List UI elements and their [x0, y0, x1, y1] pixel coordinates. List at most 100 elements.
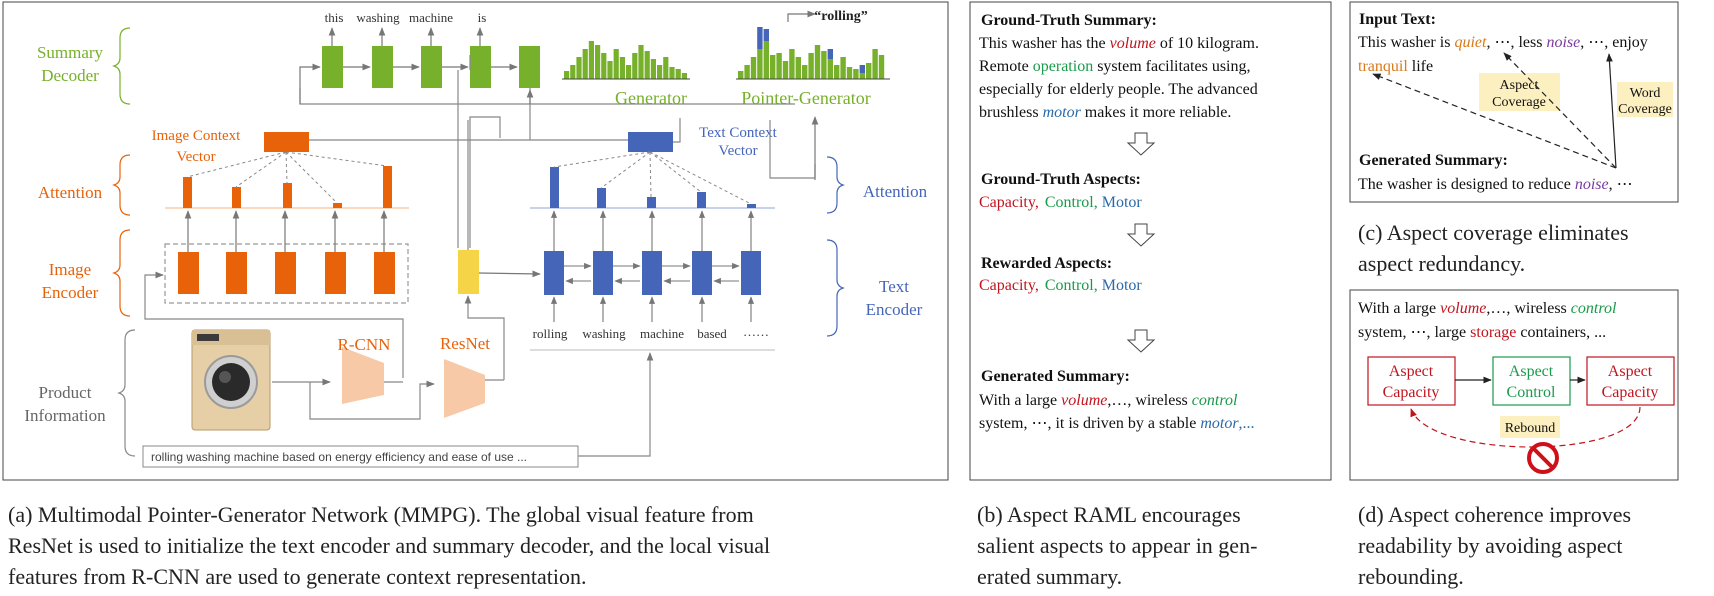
- pointer-generator-bar: [878, 55, 885, 79]
- generator-bar: [582, 49, 588, 79]
- input-text-box: [142, 445, 579, 468]
- image-attention-lines: [186, 151, 388, 204]
- svg-text:washing: washing: [582, 326, 626, 341]
- rewarded-aspects-title: Rewarded Aspects:: [981, 255, 1112, 272]
- aspect-control-box: [1492, 356, 1571, 406]
- svg-text:Capacity: Capacity: [1602, 384, 1659, 401]
- pointer-generator-bar: [840, 57, 846, 79]
- gt-summary-line-1: This washer has the volume of 10 kilogra…: [979, 35, 1259, 52]
- generator-bar: [644, 51, 650, 79]
- svg-text:Vector: Vector: [718, 143, 757, 159]
- attention-right-label: Attention: [863, 182, 928, 201]
- svg-text:(c) Aspect coverage eliminates: (c) Aspect coverage eliminates: [1358, 220, 1629, 245]
- copy-distribution-bar: [757, 27, 763, 49]
- svg-text:Decoder: Decoder: [41, 66, 99, 85]
- generator-bar: [669, 67, 675, 79]
- svg-text:this: this: [325, 10, 344, 25]
- svg-text:Text Context: Text Context: [699, 125, 778, 141]
- pointer-generator-bar: [827, 59, 833, 79]
- rolling-arrow: [787, 10, 816, 22]
- pointer-generator-bar: [789, 49, 795, 79]
- panel-d-line-1: With a large volume,…, wireless control: [1358, 300, 1617, 317]
- svg-text:Aspect: Aspect: [1500, 78, 1539, 93]
- svg-text:Text: Text: [879, 277, 909, 296]
- pointer-generator-label: Pointer-Generator: [741, 88, 871, 108]
- attention-left-brace: [112, 154, 131, 216]
- svg-text:Summary: Summary: [37, 43, 104, 62]
- product-info-label: Product Information: [24, 383, 106, 425]
- generator-bar: [626, 65, 632, 79]
- svg-text:is: is: [478, 10, 487, 25]
- generator-bar: [632, 53, 638, 79]
- panel-d-line-2: system, ⋯, large storage containers, ...: [1358, 324, 1606, 341]
- svg-text:(a) Multimodal Pointer-Generat: (a) Multimodal Pointer-Generator Network…: [8, 502, 754, 527]
- generator-bar: [619, 57, 625, 79]
- summary-decoder-brace: [112, 27, 131, 105]
- rcnn-label: R-CNN: [338, 335, 391, 354]
- image-context-label: Image Context Vector: [152, 128, 242, 165]
- gt-summary-title: Ground-Truth Summary:: [981, 12, 1157, 29]
- svg-text:……: ……: [743, 324, 769, 339]
- generator-bar: [595, 45, 601, 79]
- svg-text:Aspect: Aspect: [1509, 363, 1554, 380]
- pointer-generator-bar: [872, 49, 878, 79]
- generator-bar: [638, 45, 644, 79]
- rebound-label-bg: [1500, 416, 1560, 438]
- gt-aspects-title: Ground-Truth Aspects:: [981, 171, 1141, 188]
- pointer-generator-distribution: [738, 27, 885, 79]
- pointer-generator-bar: [795, 57, 801, 79]
- panel-d-frame: [1349, 289, 1679, 481]
- pointer-generator-bar: [834, 65, 840, 79]
- svg-text:rolling: rolling: [533, 326, 568, 341]
- panel-a: Summary Decoder Attention Image Encoder …: [2, 1, 949, 481]
- input-text-title: Input Text:: [1359, 11, 1436, 28]
- gt-summary-line-2: Remote operation system facilitates usin…: [979, 58, 1251, 75]
- decoder-arrows: [328, 27, 518, 71]
- svg-text:Vector: Vector: [176, 149, 215, 165]
- aspect-coverage-label: Aspect Coverage: [1492, 78, 1546, 110]
- svg-text:machine: machine: [640, 326, 684, 341]
- text-input-to-encoder: [578, 352, 654, 457]
- image-encoder-label: Image Encoder: [42, 260, 99, 302]
- rcnn-to-image-encoder-arrow: [144, 271, 404, 378]
- down-arrow-icon: [1126, 223, 1156, 247]
- generator-bar: [657, 65, 663, 79]
- generator-bar: [570, 65, 576, 79]
- svg-text:Image Context: Image Context: [152, 128, 242, 144]
- svg-text:machine: machine: [409, 10, 453, 25]
- pointer-generator-bar: [757, 49, 763, 79]
- panel-d: With a large volume,…, wireless control …: [1349, 289, 1679, 481]
- svg-text:Encoder: Encoder: [866, 300, 923, 319]
- generator-bar: [607, 61, 613, 79]
- image-encoder-up-arrows: [184, 210, 388, 252]
- generator-bar: [675, 69, 681, 79]
- image-encoder-brace: [112, 229, 131, 317]
- pointer-generator-bar: [859, 73, 865, 79]
- text-encoder-arrows: [550, 210, 755, 322]
- pointer-generator-bar: [750, 57, 757, 79]
- product-info-brace: [117, 329, 136, 457]
- svg-text:ResNet is used to initialize t: ResNet is used to initialize the text en…: [8, 533, 770, 558]
- generator-bar: [576, 57, 582, 79]
- caption-c: (c) Aspect coverage eliminates aspect re…: [1358, 220, 1629, 276]
- panel-c: Input Text: This washer is quiet, ⋯, les…: [1349, 1, 1679, 203]
- aspect-capacity-box: [1367, 356, 1456, 406]
- caption-d: (d) Aspect coherence improves readabilit…: [1358, 502, 1631, 589]
- generated-summary-text: The washer is designed to reduce noise, …: [1358, 176, 1633, 193]
- pointer-generator-bar: [776, 53, 782, 79]
- caption-b: (b) Aspect RAML encourages salient aspec…: [977, 502, 1257, 589]
- rolling-output: “rolling”: [814, 9, 867, 24]
- image-context-vector: [264, 132, 309, 152]
- svg-text:aspect redundancy.: aspect redundancy.: [1358, 251, 1525, 276]
- text-encoder-blocks: [544, 251, 761, 295]
- svg-text:based: based: [697, 326, 727, 341]
- pointer-generator-bar: [814, 45, 821, 79]
- image-encoder-box: [164, 243, 409, 304]
- aspect-capacity-label-2: Aspect Capacity: [1602, 363, 1659, 401]
- svg-text:Word: Word: [1630, 86, 1661, 101]
- down-arrow-icon: [1126, 329, 1156, 353]
- gt-summary-line-4: brushless motor makes it more reliable.: [979, 104, 1231, 121]
- pointer-generator-bar: [782, 61, 789, 79]
- input-text-line-2: tranquil life: [1358, 58, 1433, 75]
- aspect-control-label: Aspect Control: [1507, 363, 1556, 401]
